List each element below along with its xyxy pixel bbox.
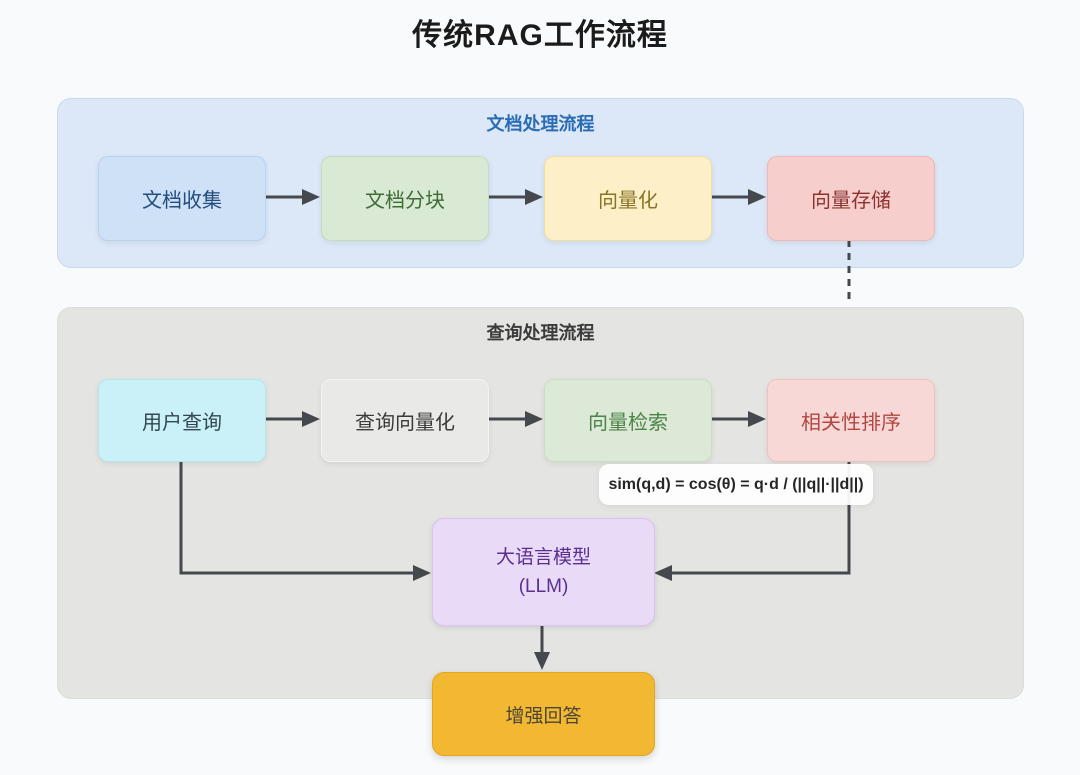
- page-title: 传统RAG工作流程: [412, 19, 668, 52]
- node-llm-label-line2: (LLM): [518, 576, 569, 597]
- node-vector-search: 向量检索: [544, 379, 712, 462]
- node-augmented-answer: 增强回答: [432, 672, 655, 756]
- node-vectorize: 向量化: [544, 156, 712, 241]
- node-query-vectorize: 查询向量化: [321, 379, 489, 462]
- doc-processing-label: 文档处理流程: [486, 114, 595, 134]
- query-processing-label: 查询处理流程: [486, 323, 595, 343]
- doc-processing-container: 文档处理流程 文档收集 文档分块 向量化 向量存储: [57, 98, 1024, 268]
- node-doc-chunk: 文档分块: [321, 156, 489, 241]
- node-llm: 大语言模型 (LLM): [432, 518, 655, 626]
- node-user-query: 用户查询: [98, 379, 266, 462]
- node-doc-collect-label: 文档收集: [142, 190, 222, 212]
- node-vectorize-label: 向量化: [598, 190, 658, 212]
- similarity-formula-text: sim(q,d) = cos(θ) = q·d / (||q||·||d||): [608, 475, 864, 493]
- node-user-query-label: 用户查询: [142, 412, 222, 434]
- node-query-vectorize-label: 查询向量化: [355, 412, 455, 434]
- node-llm-label-line1: 大语言模型: [495, 546, 591, 568]
- node-vector-search-label: 向量检索: [588, 412, 668, 434]
- node-vector-store: 向量存储: [767, 156, 935, 241]
- query-processing-container: 查询处理流程 用户查询 查询向量化 向量检索 相关性排序 sim(q,d) = …: [57, 307, 1024, 756]
- node-relevance-rank-label: 相关性排序: [801, 412, 901, 434]
- node-doc-collect: 文档收集: [98, 156, 266, 241]
- node-augmented-answer-label: 增强回答: [505, 705, 582, 727]
- similarity-formula: sim(q,d) = cos(θ) = q·d / (||q||·||d||): [599, 464, 873, 505]
- node-relevance-rank: 相关性排序: [767, 379, 935, 462]
- node-doc-chunk-label: 文档分块: [365, 190, 445, 212]
- node-vector-store-label: 向量存储: [811, 190, 891, 212]
